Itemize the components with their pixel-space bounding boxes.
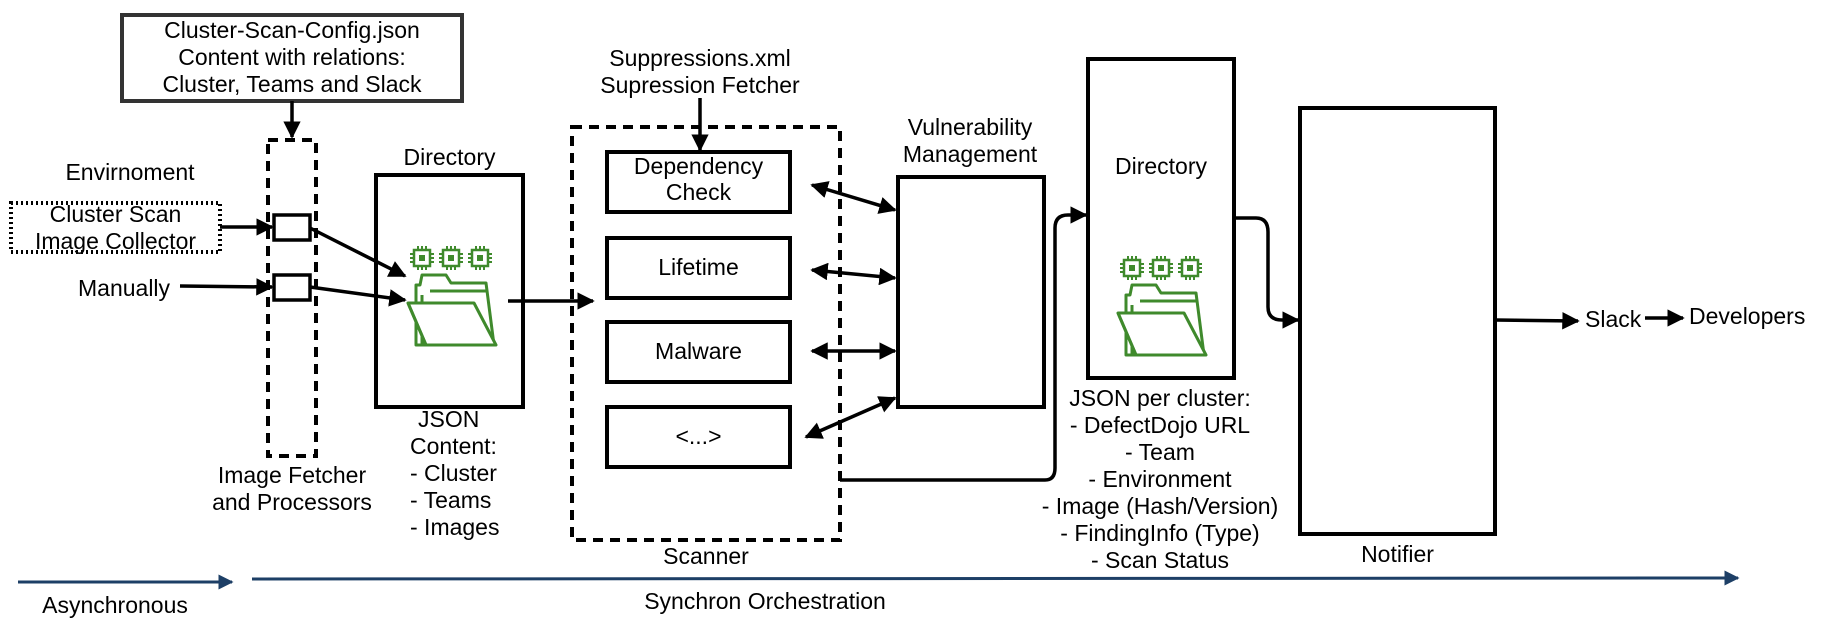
developers-label: Developers <box>1689 303 1806 329</box>
fetcher-line-2: and Processors <box>212 489 372 515</box>
fetcher-slot-1 <box>272 213 312 242</box>
directory1-json-line: Content: <box>410 433 497 459</box>
directory2-json-line: - Image (Hash/Version) <box>1041 493 1279 519</box>
module-malware <box>605 320 792 384</box>
directory2-json: JSON per cluster: - DefectDojo URL - Tea… <box>1020 385 1300 574</box>
slack-label: Slack <box>1585 306 1642 332</box>
module-dependency-check-label: Dependency Check <box>607 153 790 205</box>
module-other-label: <...> <box>675 423 722 449</box>
config-title: Cluster-Scan-Config.json Content with re… <box>122 17 462 98</box>
scanner-label: Scanner <box>663 543 749 569</box>
directory1-json: JSON Content: - Cluster - Teams - Images <box>410 406 499 541</box>
directory1-json-line: - Cluster <box>410 460 497 486</box>
vuln-mgmt-line-1: Vulnerability <box>907 114 1033 140</box>
config-line-1: Cluster-Scan-Config.json <box>164 17 420 43</box>
module-dependency-check <box>605 150 792 214</box>
async-label: Asynchronous <box>42 592 188 618</box>
collector-label: Cluster Scan Image Collector <box>11 201 220 255</box>
directory2-json-line: JSON per cluster: <box>1069 385 1251 411</box>
directory2-json-line: - Environment <box>1088 466 1232 492</box>
directory2-json-line: - DefectDojo URL <box>1069 412 1251 438</box>
directory1-json-line: - Teams <box>410 487 492 513</box>
module-label-line: Dependency <box>633 153 764 179</box>
fetcher-label: Image Fetcher and Processors <box>192 462 392 516</box>
folder-with-chips-icon <box>1116 254 1208 357</box>
vuln-mgmt-box <box>896 175 1046 409</box>
image-fetcher-column <box>266 138 318 458</box>
directory1-json-line: - Images <box>410 514 500 540</box>
module-lifetime <box>605 236 792 300</box>
config-line-3: Cluster, Teams and Slack <box>162 71 422 97</box>
module-label-line: Check <box>665 179 732 205</box>
environment-label: Envirnoment <box>65 159 195 185</box>
notifier-label: Notifier <box>1361 541 1434 567</box>
module-other <box>605 405 792 469</box>
sync-label: Synchron Orchestration <box>644 588 886 614</box>
directory2-json-line: - Team <box>1125 439 1195 465</box>
sync-timeline <box>251 570 1740 586</box>
module-lifetime-label: Lifetime <box>658 254 739 280</box>
suppressions-label: Suppressions.xml Supression Fetcher <box>580 45 820 99</box>
directory1-title: Directory <box>403 144 496 170</box>
collector-box <box>9 201 222 254</box>
directory2-json-line: - Scan Status <box>1090 547 1230 573</box>
collector-line-2: Image Collector <box>34 228 197 254</box>
module-malware-label: Malware <box>655 338 742 364</box>
collector-line-1: Cluster Scan <box>49 201 182 227</box>
vuln-mgmt-line-2: Management <box>902 141 1038 167</box>
config-box <box>120 13 464 103</box>
suppressions-line-2: Supression Fetcher <box>600 72 800 98</box>
notifier-box <box>1298 106 1497 536</box>
suppressions-line-1: Suppressions.xml <box>609 45 791 71</box>
directory2-title: Directory <box>1114 153 1207 179</box>
fetcher-line-1: Image Fetcher <box>217 462 367 488</box>
directory1-json-line: JSON <box>418 406 480 432</box>
config-line-2: Content with relations: <box>178 44 406 70</box>
directory2-json-line: - FindingInfo (Type) <box>1060 520 1260 546</box>
fetcher-slot-2 <box>272 273 312 302</box>
vuln-mgmt-label: Vulnerability Management <box>870 114 1070 168</box>
folder-with-chips-icon <box>406 244 498 347</box>
manually-label: Manually <box>78 275 171 301</box>
